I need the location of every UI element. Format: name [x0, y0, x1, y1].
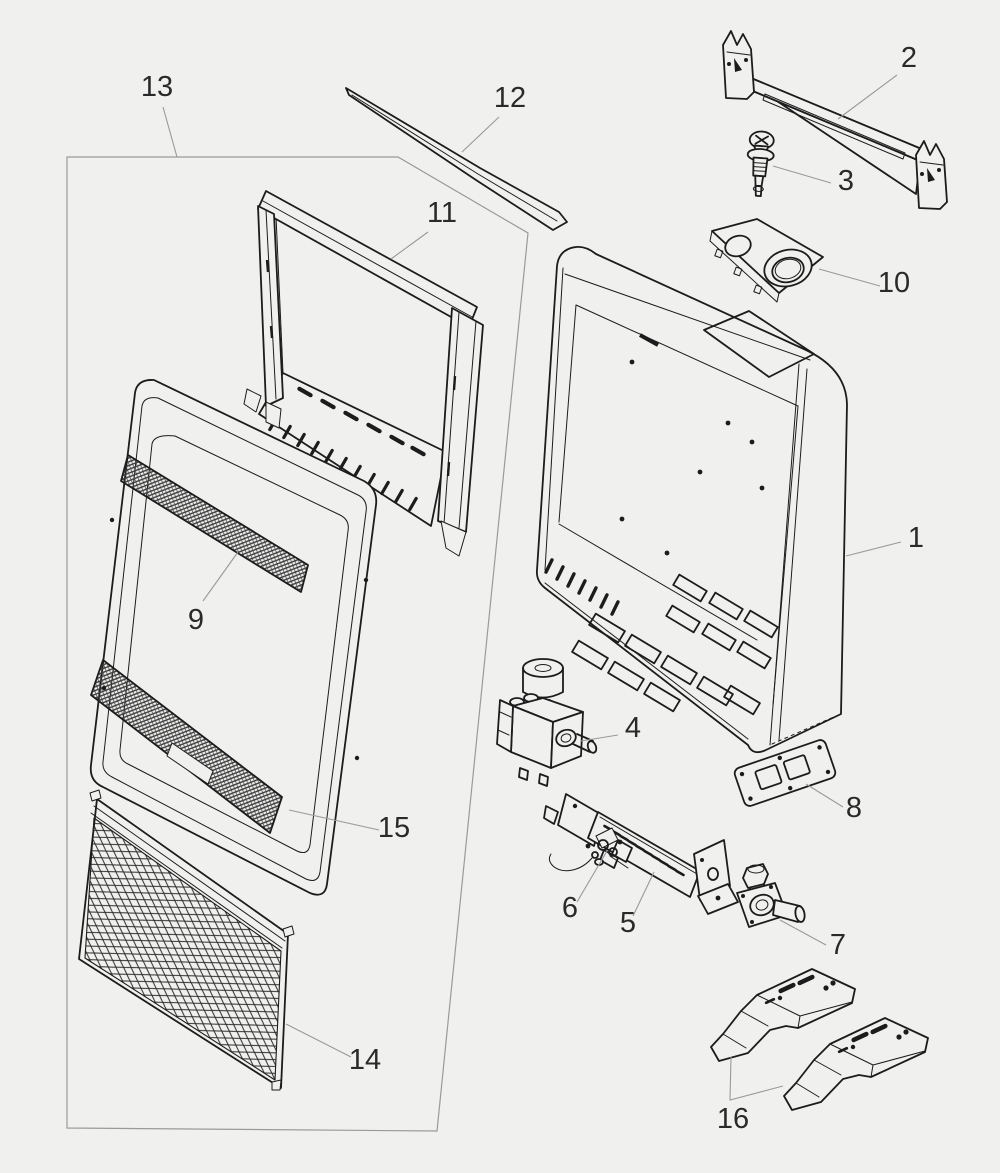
- floor-vent-slots: [571, 612, 761, 716]
- bracket-end-left: [722, 30, 755, 100]
- part-label-10: 10: [878, 267, 910, 299]
- callout-6-leader: [576, 850, 608, 903]
- part-6-pilot-assembly: [548, 827, 629, 872]
- part-1-main-cabinet: [536, 245, 848, 754]
- regulator-port: [772, 899, 806, 923]
- upper-grille: [120, 454, 309, 593]
- burner-collar: [763, 248, 813, 288]
- callout-12-leader: [461, 116, 500, 153]
- part-label-16: 16: [717, 1103, 749, 1135]
- part-3-valve-stem-screw: [746, 130, 775, 198]
- callout-13-leader: [162, 106, 178, 158]
- valve-outlet-port: [555, 728, 598, 754]
- small-hole: [724, 234, 752, 258]
- gasket-cutout-left: [754, 764, 783, 791]
- callout-3-leader: [772, 165, 832, 184]
- callout-8-leader: [805, 783, 844, 808]
- callout-10-leader: [818, 268, 881, 287]
- part-label-3: 3: [838, 165, 854, 197]
- mesh-texture: [84, 817, 282, 1081]
- callout-15-leader: [288, 809, 380, 831]
- part-label-13: 13: [141, 71, 173, 103]
- callout-1-leader: [845, 541, 902, 557]
- callout-9-leader: [202, 551, 239, 602]
- part-label-9: 9: [188, 604, 204, 636]
- callout-16-leader: [729, 1056, 784, 1101]
- callout-14-leader: [285, 1023, 352, 1058]
- back-wall-screw-holes: [619, 420, 765, 556]
- part-2-wall-mount-bracket: [722, 30, 948, 210]
- firebox-left-strip: [257, 205, 284, 429]
- top-cutout: [703, 310, 815, 378]
- part-4-gas-control-valve: [496, 658, 598, 787]
- part-label-2: 2: [901, 42, 917, 74]
- bar-slot: [762, 93, 906, 160]
- part-9-front-panel: [89, 379, 378, 896]
- gasket-cutout-right: [782, 754, 811, 781]
- part-label-14: 14: [349, 1044, 381, 1076]
- top-fold-line: [575, 304, 799, 407]
- callout-4-leader: [580, 734, 619, 742]
- valve-knob: [522, 658, 564, 699]
- part-11-firebox: [243, 190, 484, 557]
- callout-5-leader: [632, 871, 655, 917]
- part-8-gasket-plate: [733, 739, 837, 807]
- pilot-wire: [548, 853, 593, 872]
- base-foot: [710, 968, 856, 1062]
- front-right-edge: [769, 363, 808, 746]
- lower-grille: [90, 659, 283, 834]
- bottom-tab-row: [771, 715, 837, 745]
- part-label-7: 7: [830, 929, 846, 961]
- part-label-6: 6: [562, 892, 578, 924]
- mesh-tab-right: [282, 925, 295, 938]
- valve-bracket: [496, 699, 514, 753]
- part-label-11: 11: [427, 197, 457, 229]
- callout-2-leader: [837, 74, 898, 120]
- part-14-mesh-screen: [78, 789, 295, 1091]
- part-label-8: 8: [846, 792, 862, 824]
- top-dash: [639, 333, 659, 347]
- part-label-1: 1: [908, 522, 924, 554]
- back-wall-vent-slots: [665, 573, 779, 670]
- part-12-support-rod: [345, 87, 568, 231]
- part-10-top-trim-plate: [709, 218, 824, 303]
- phillips-cross-icon: [754, 134, 769, 146]
- bracket-end-right: [915, 140, 948, 210]
- part-7-regulator: [736, 863, 806, 928]
- part-label-12: 12: [494, 82, 526, 114]
- part-13-front-assembly-outline: [66, 156, 529, 1132]
- callout-7-leader: [779, 919, 827, 946]
- mesh-tab-left: [89, 789, 102, 802]
- firebox-right-strip: [437, 307, 484, 557]
- burner-end-plate: [693, 839, 739, 915]
- part-label-4: 4: [625, 712, 641, 744]
- tray-left-tab: [243, 388, 262, 413]
- badge-slot: [166, 742, 214, 785]
- part-label-5: 5: [620, 907, 636, 939]
- callout-11-leader: [390, 231, 429, 260]
- part-16-base-feet: [710, 968, 928, 1110]
- part-label-15: 15: [378, 812, 410, 844]
